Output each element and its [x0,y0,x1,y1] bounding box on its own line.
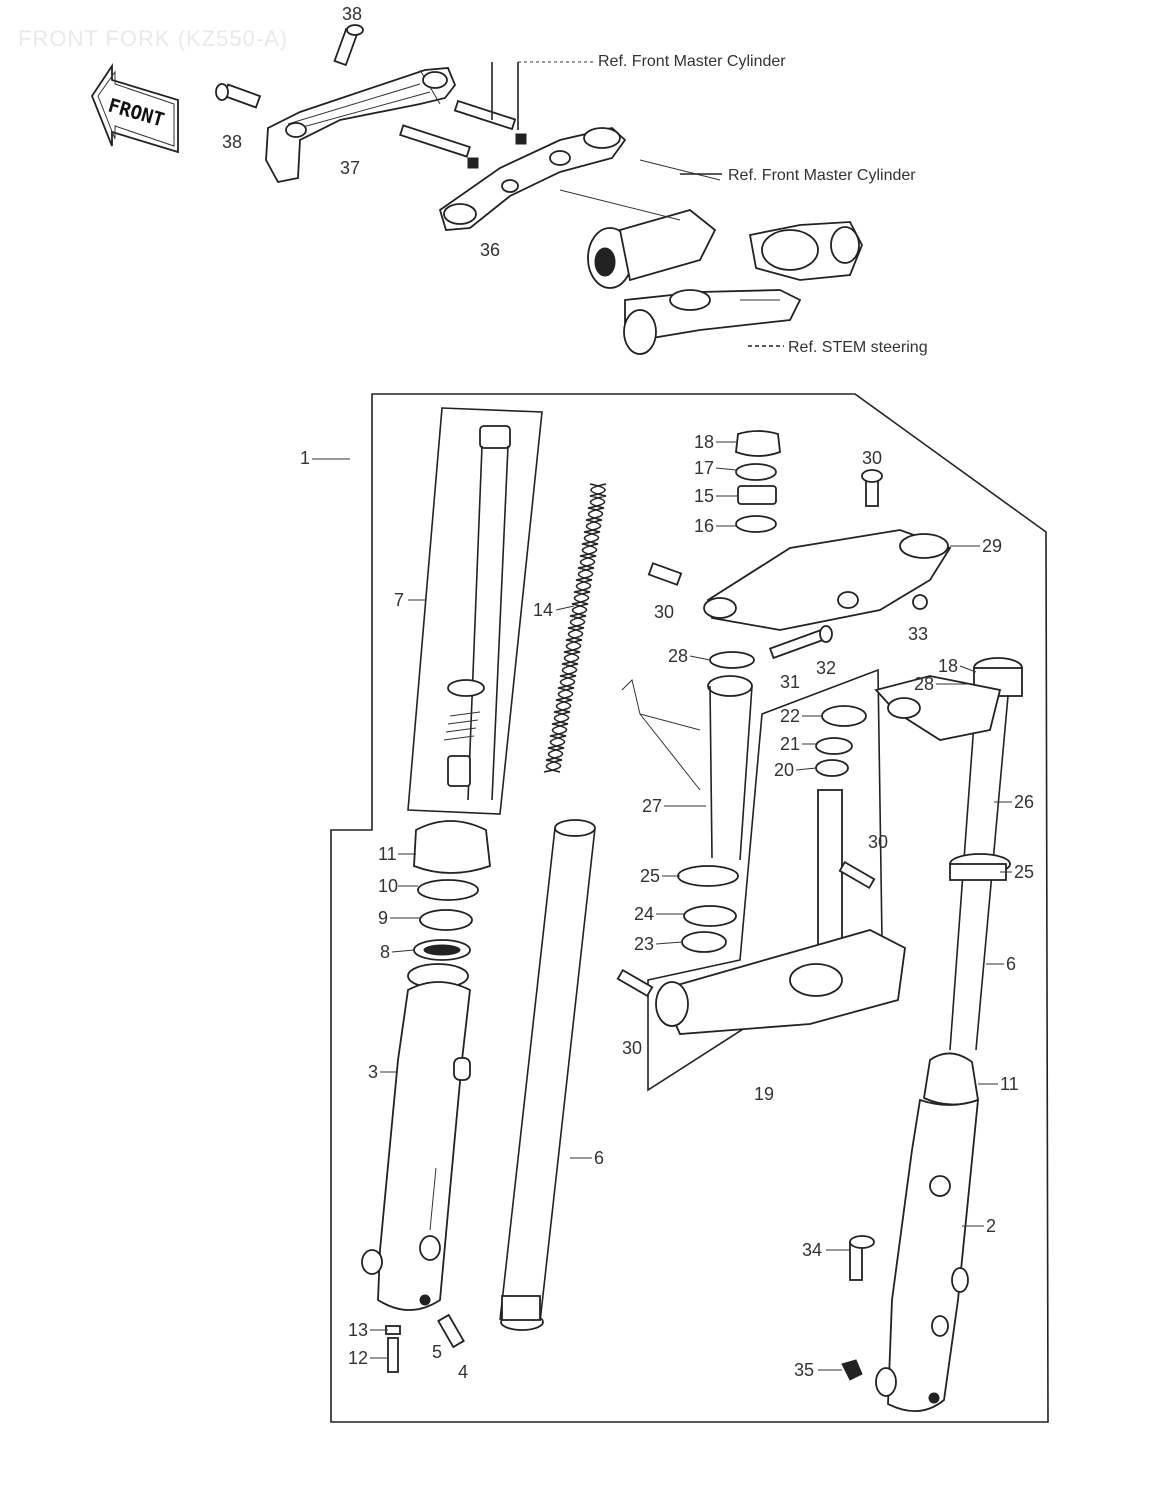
callout-8: 8 [380,942,390,962]
bolt-38-upper-icon [333,24,364,67]
right-fork-assembly [841,657,1023,1412]
callout-35: 35 [794,1360,814,1380]
callout-37: 37 [340,158,360,178]
callout-9: 9 [378,908,388,928]
damper-rod-assembly [407,407,543,815]
steering-stem-assembly [616,651,906,1092]
callout-19: 19 [754,1084,774,1104]
callout-18-right: 18 [938,656,958,676]
callout-38-left: 38 [222,132,242,152]
callout-11-right: 11 [1000,1074,1019,1094]
ref-stem-steering: Ref. STEM steering [788,339,928,356]
callout-20: 20 [774,760,794,780]
callout-18-top: 18 [694,432,714,452]
inner-tube-left-icon [499,819,596,1331]
callout-28-left: 28 [668,646,688,666]
callout-22: 22 [780,706,800,726]
steering-stem-top-parts [647,430,952,660]
callout-labels: 38 38 37 36 1 7 14 11 10 9 8 3 6 13 12 5… [222,4,1034,1382]
diagram-title: FRONT FORK (KZ550-A) [18,26,289,51]
fork-assembly-boundary [330,393,1049,1423]
callout-2: 2 [986,1216,996,1236]
ref-front-master-cylinder-1: Ref. Front Master Cylinder [598,53,786,70]
callout-30-bottom: 30 [622,1038,642,1058]
callout-30-top: 30 [862,448,882,468]
bolt-38-left-icon [215,83,262,109]
callout-32: 32 [816,658,836,678]
callout-16: 16 [694,516,714,536]
callout-7: 7 [394,590,404,610]
callout-17: 17 [694,458,714,478]
callout-4: 4 [458,1362,468,1382]
callout-30-mid: 30 [654,602,674,622]
callout-26: 26 [1014,792,1034,812]
callout-38-top: 38 [342,4,362,24]
callout-12: 12 [348,1348,368,1368]
callout-14: 14 [533,600,553,620]
callout-25-left: 25 [640,866,660,886]
callout-21: 21 [780,734,800,754]
callout-13: 13 [348,1320,368,1340]
callout-36: 36 [480,240,500,260]
callout-11-left: 11 [378,844,397,864]
handlebar-holder-assembly [215,24,863,355]
callout-10: 10 [378,876,398,896]
outer-tube-left-icon [361,981,471,1373]
callout-33: 33 [908,624,928,644]
callout-3: 3 [368,1062,378,1082]
callout-23: 23 [634,934,654,954]
callout-15: 15 [694,486,714,506]
callout-30-right: 30 [868,832,888,852]
callout-6-right: 6 [1006,954,1016,974]
callout-31: 31 [780,672,800,692]
callout-27: 27 [642,796,662,816]
callout-24: 24 [634,904,654,924]
callout-28-right: 28 [914,674,934,694]
callout-34: 34 [802,1240,822,1260]
left-seal-stack [407,820,491,989]
callout-29: 29 [982,536,1002,556]
callout-25-right: 25 [1014,862,1034,882]
callout-5: 5 [432,1342,442,1362]
callout-6-left: 6 [594,1148,604,1168]
front-arrow-icon: FRONT [90,63,179,154]
ref-front-master-cylinder-2: Ref. Front Master Cylinder [728,167,916,184]
callout-1: 1 [300,448,310,468]
fork-spring-icon [543,483,607,773]
